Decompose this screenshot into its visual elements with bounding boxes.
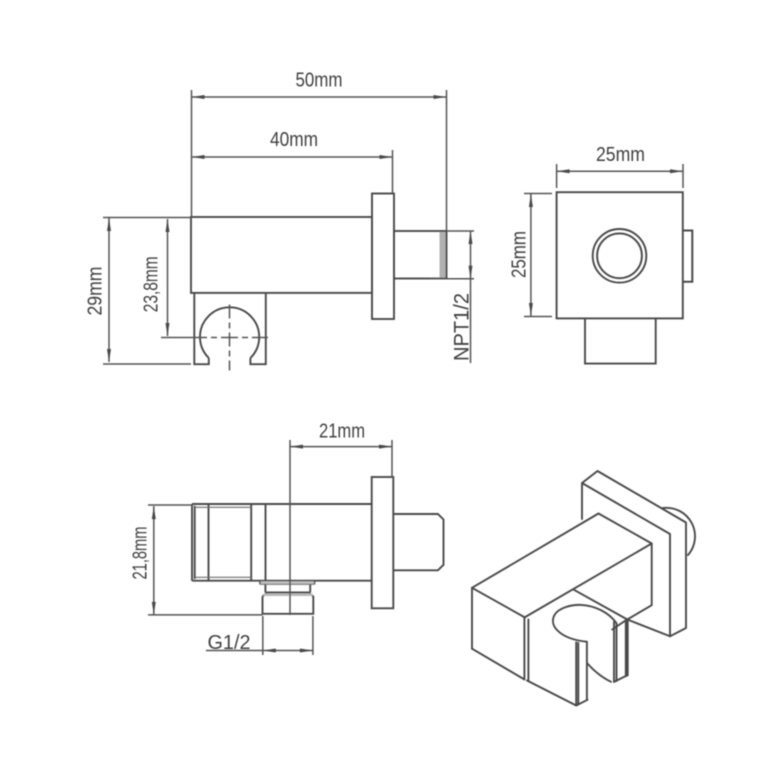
svg-text:50mm: 50mm: [296, 69, 343, 92]
svg-text:29mm: 29mm: [84, 267, 107, 316]
svg-text:25mm: 25mm: [596, 143, 645, 166]
svg-text:40mm: 40mm: [270, 128, 318, 151]
svg-text:25mm: 25mm: [507, 231, 530, 278]
svg-text:23,8mm: 23,8mm: [140, 256, 163, 312]
svg-text:NPT1/2: NPT1/2: [450, 293, 474, 361]
svg-text:21mm: 21mm: [319, 420, 365, 443]
svg-text:21,8mm: 21,8mm: [129, 527, 152, 580]
svg-text:G1/2: G1/2: [208, 631, 251, 654]
